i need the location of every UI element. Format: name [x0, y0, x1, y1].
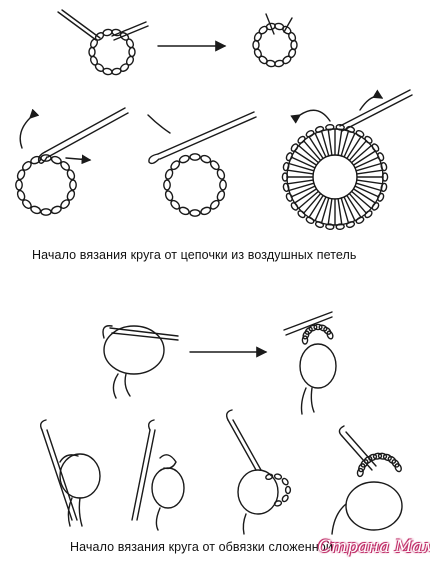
- thread-loop-hook-2: [131, 419, 185, 531]
- stitched-ring-hook: [281, 89, 413, 231]
- thread-loop-hook-3: [225, 409, 292, 535]
- thread-loop-hook-1: [39, 419, 101, 527]
- thread-loop-hook-4: [331, 425, 403, 535]
- chain-ring-small-2: [252, 13, 298, 68]
- thread-loop-1: [102, 325, 179, 399]
- caption-folded-method: Начало вязания круга от обвязки сложенно…: [70, 540, 333, 554]
- chain-ring-hook-2: [147, 111, 257, 217]
- caption-chain-method: Начало вязания круга от цепочки из возду…: [32, 248, 357, 262]
- thread-ring-started: [283, 311, 337, 415]
- chain-ring-hook-1: [15, 107, 129, 216]
- watermark: Страна Мам: [318, 537, 430, 557]
- chain-ring-small-1: [57, 9, 149, 76]
